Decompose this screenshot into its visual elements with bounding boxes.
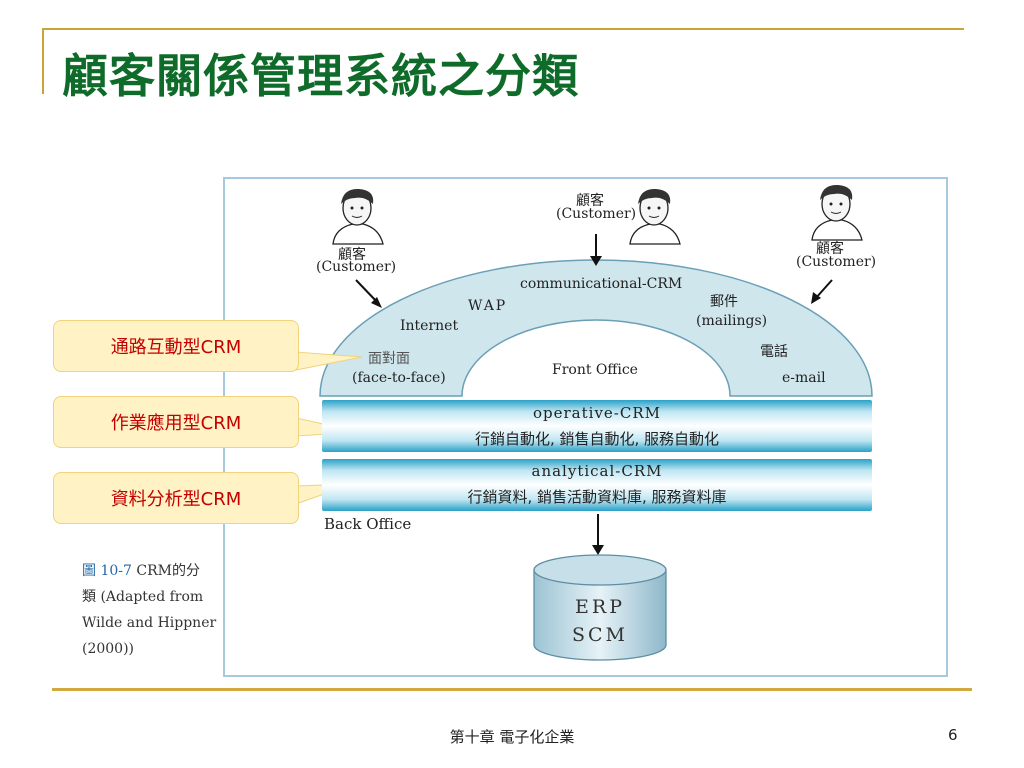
customer-label-right-cn: 顧客 [816, 241, 844, 257]
analytical-crm-label: analytical-CRM [531, 462, 663, 480]
callout-analytical: 資料分析型CRM [53, 472, 299, 524]
channel-internet: Internet [400, 318, 459, 334]
caption-line-1: CRM的分 [131, 563, 200, 579]
title-left-rule [42, 28, 44, 94]
erp-arrow [592, 514, 604, 555]
channel-face-cn: 面對面 [368, 351, 410, 367]
callout-analytical-text: 資料分析型CRM [110, 489, 242, 510]
caption-line-2: 類 (Adapted from [82, 589, 204, 605]
erp-label: ERP [575, 596, 625, 618]
callout-operative-text: 作業應用型CRM [110, 413, 242, 434]
channel-wap: WAP [468, 298, 508, 314]
operative-crm-label: operative-CRM [533, 404, 661, 422]
communicational-crm-label: communicational-CRM [520, 276, 683, 292]
customer-person-icon-right [811, 184, 863, 241]
customer-arrow-right [811, 279, 833, 304]
callout-communication: 通路互動型CRM [53, 320, 299, 372]
analytical-crm-desc: 行銷資料, 銷售活動資料庫, 服務資料庫 [467, 488, 727, 506]
figure-ref: 圖 10-7 [82, 563, 132, 579]
slide-title: 顧客關係管理系統之分類 [62, 49, 579, 103]
customer-person-icon-left [332, 188, 384, 245]
operative-crm-desc: 行銷自動化, 銷售自動化, 服務自動化 [474, 430, 720, 448]
customer-label-right-en: (Customer) [796, 254, 877, 270]
operative-crm-band [322, 400, 872, 452]
page-number: 6 [948, 726, 958, 744]
communicational-arc [319, 259, 873, 397]
channel-face-en: (face-to-face) [352, 370, 446, 386]
analytical-crm-band [322, 459, 872, 511]
callout-operative: 作業應用型CRM [53, 396, 299, 448]
title-top-rule [44, 28, 964, 30]
customer-arrow-top [590, 234, 602, 266]
footer-rule [52, 688, 972, 691]
scm-label: SCM [571, 624, 628, 646]
customer-arrow-left [355, 279, 382, 308]
back-office-label: Back Office [324, 515, 412, 533]
customer-label-left-cn: 顧客 [338, 247, 366, 263]
customer-label-top-cn: 顧客 [576, 193, 604, 209]
caption-line-3: Wilde and Hippner [82, 615, 217, 631]
customer-label-left-en: (Customer) [316, 259, 397, 275]
callout-communication-text: 通路互動型CRM [110, 337, 242, 358]
front-office-label: Front Office [552, 362, 638, 378]
channel-mail-cn: 郵件 [710, 294, 738, 310]
customer-person-icon-top [629, 188, 681, 245]
caption-line-4: (2000)) [82, 641, 135, 657]
channel-phone: 電話 [760, 344, 788, 360]
channel-mail-en: (mailings) [696, 313, 768, 329]
customer-label-top-en: (Customer) [556, 206, 637, 222]
slide-footer: 第十章 電子化企業 [449, 728, 575, 746]
figure-caption: 圖 10-7 CRM的分 類 (Adapted from Wilde and H… [82, 558, 222, 662]
erp-scm-database-icon [533, 554, 667, 661]
channel-email: e-mail [782, 370, 826, 386]
